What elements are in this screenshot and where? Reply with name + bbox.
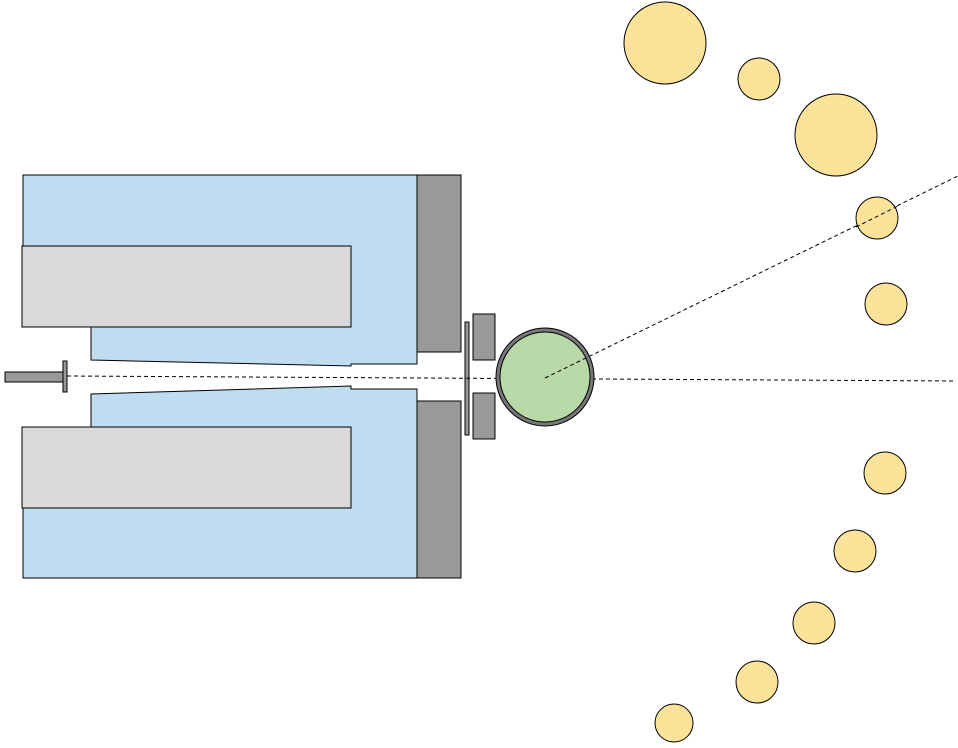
detector xyxy=(794,93,878,177)
beam-source xyxy=(4,360,68,393)
source-flange xyxy=(62,360,68,393)
collimator-upper xyxy=(472,313,496,361)
detector xyxy=(654,703,694,743)
detector xyxy=(737,57,781,101)
source-rod xyxy=(4,371,66,383)
detector xyxy=(792,601,836,645)
detector-array xyxy=(623,1,908,743)
collimator xyxy=(472,313,496,440)
pole-piece-upper xyxy=(416,174,462,353)
pole-piece-lower xyxy=(416,400,462,579)
coils xyxy=(21,245,352,509)
scattered-path-line xyxy=(544,175,958,379)
coil-upper xyxy=(21,245,352,328)
collimator-lower xyxy=(472,392,496,440)
pole-pieces xyxy=(416,174,462,579)
coil-lower xyxy=(21,426,352,509)
detector xyxy=(864,282,908,326)
detector xyxy=(735,660,779,704)
target-core xyxy=(499,331,591,423)
detector xyxy=(855,196,899,240)
scattered-path-overlay xyxy=(855,205,899,228)
detector xyxy=(833,529,877,573)
target xyxy=(495,327,595,427)
detector xyxy=(623,1,707,85)
detector xyxy=(863,451,907,495)
